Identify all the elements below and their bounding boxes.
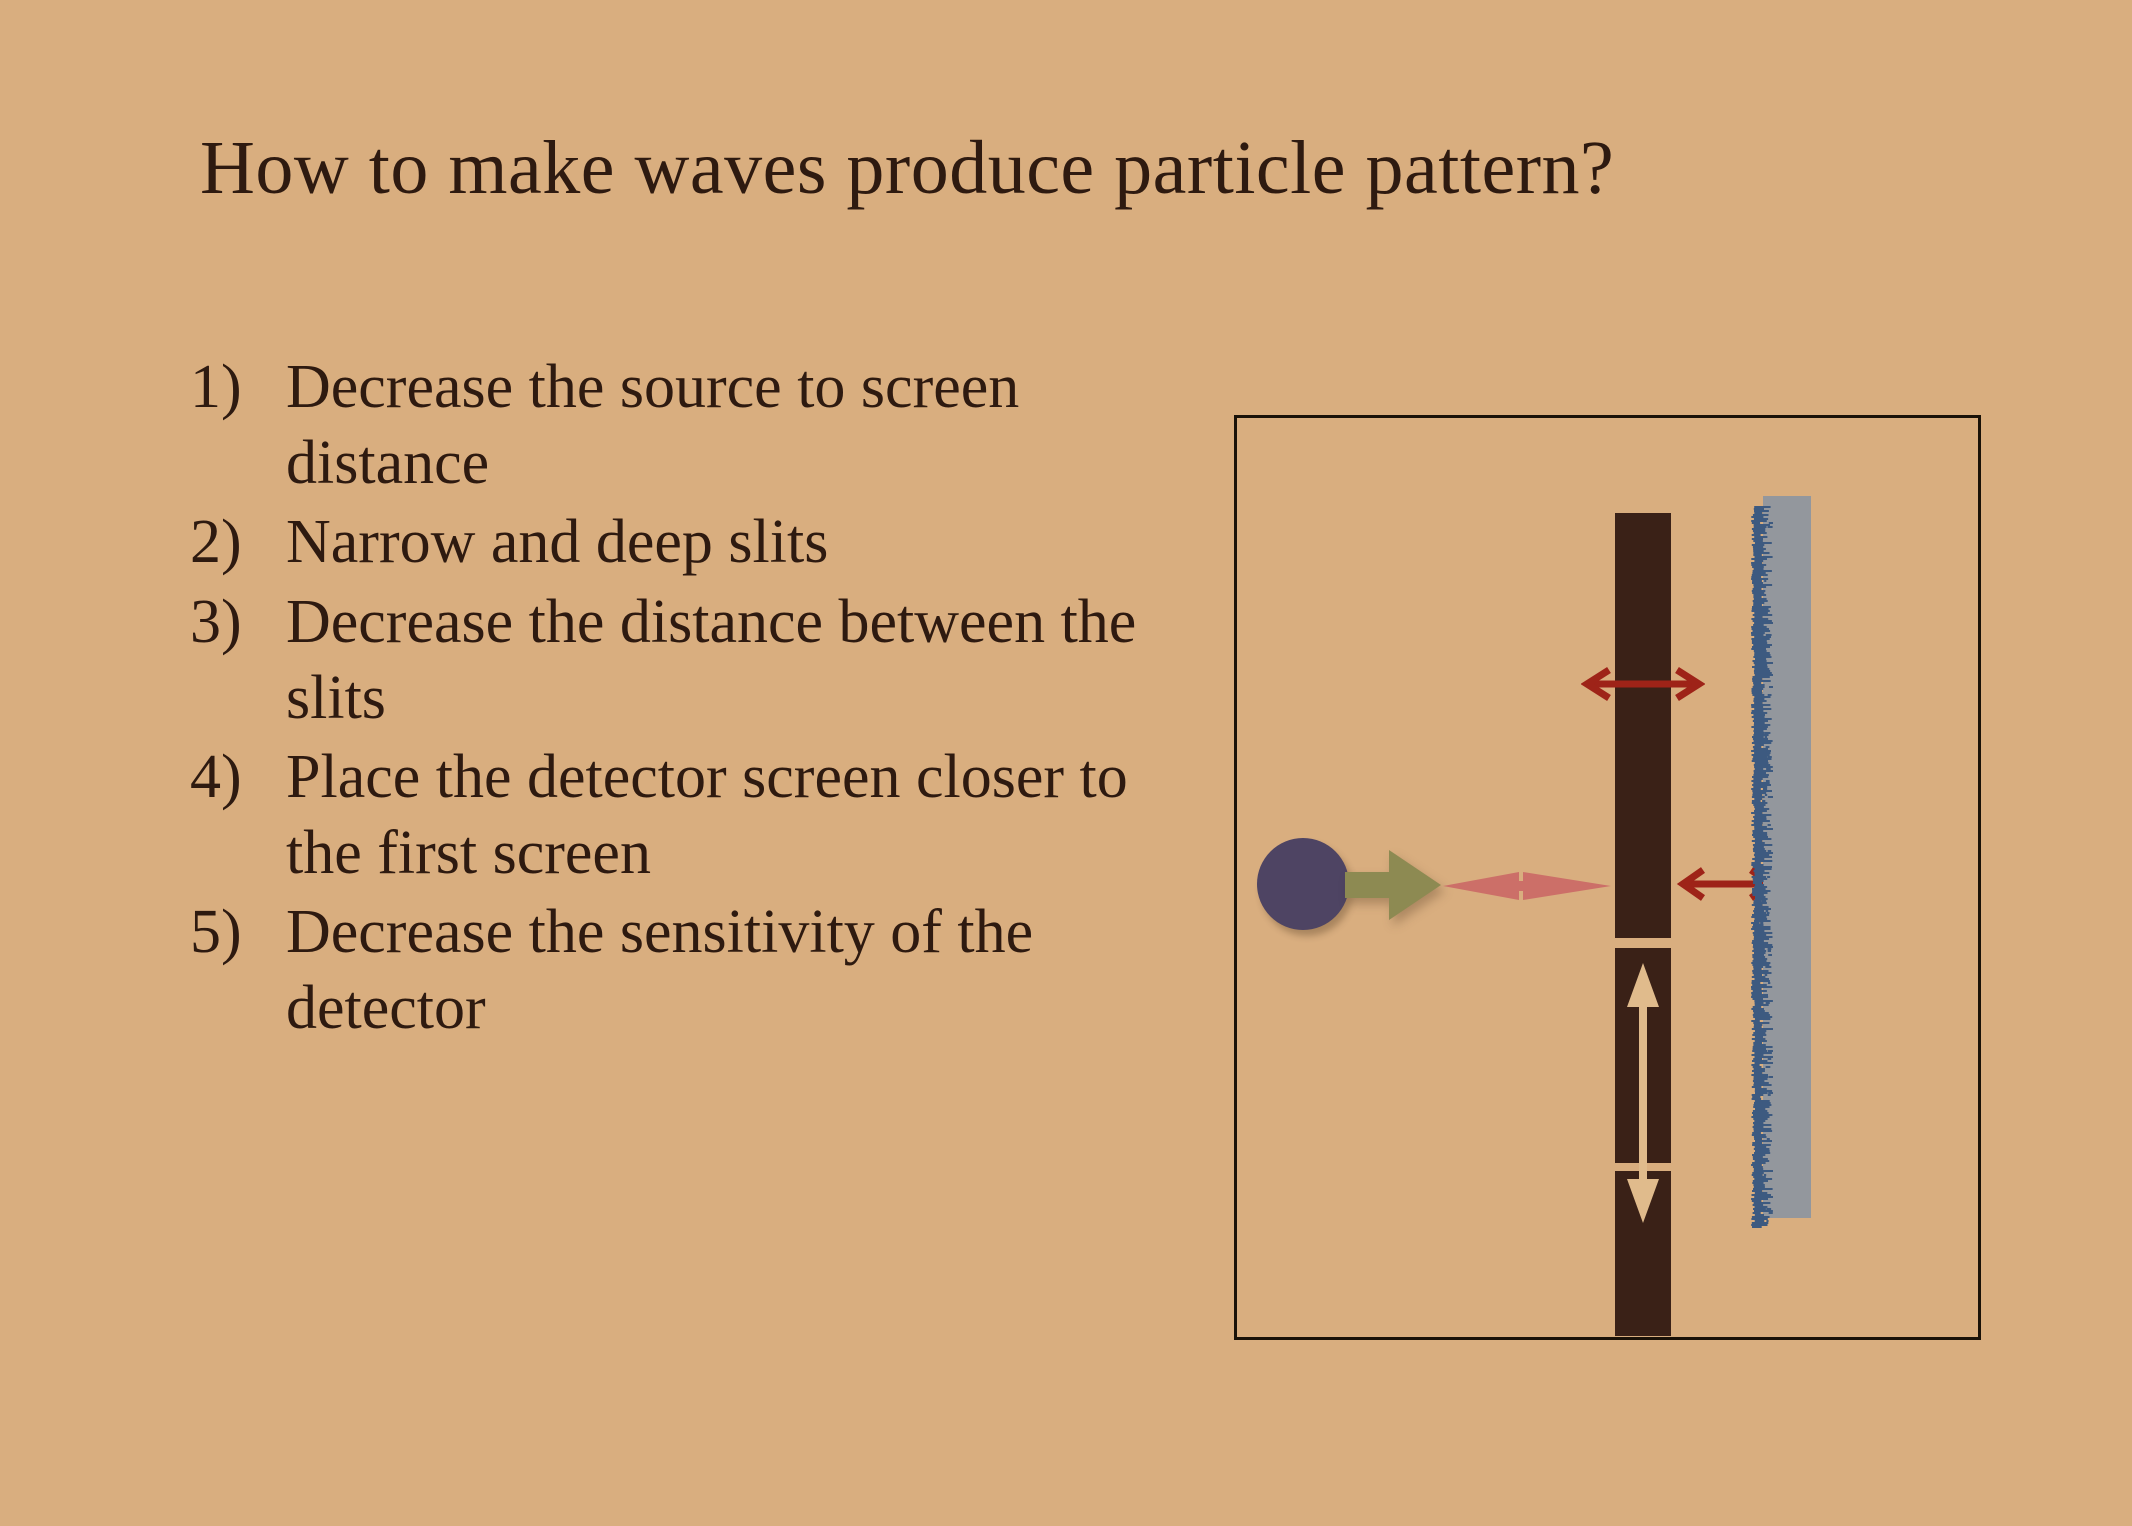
barrier-segment-top <box>1615 513 1671 938</box>
source-particle-icon <box>1257 838 1349 930</box>
list-item: 4) Place the detector screen closer to t… <box>190 740 1200 891</box>
page-title: How to make waves produce particle patte… <box>200 126 1615 210</box>
list-item-text: Decrease the sensitivity of the detector <box>286 898 1034 1042</box>
list-item: 3) Decrease the distance between the sli… <box>190 585 1200 736</box>
list-item-number: 2) <box>190 508 242 577</box>
diagram-contents <box>1237 418 1978 1337</box>
emission-arrow-icon <box>1345 850 1441 920</box>
slit-depth-indicator-icon <box>1627 963 1659 1223</box>
detector-screen-texture <box>1751 506 1773 1228</box>
list-item-number: 5) <box>190 898 242 967</box>
list-item: 2) Narrow and deep slits <box>190 505 1200 581</box>
list-item: 5) Decrease the sensitivity of the detec… <box>190 895 1200 1046</box>
list-item-text: Decrease the source to screen distance <box>286 353 1020 497</box>
list-item: 1) Decrease the source to screen distanc… <box>190 350 1200 501</box>
list-item-number: 1) <box>190 353 242 421</box>
list-item-text: Narrow and deep slits <box>286 508 829 577</box>
list-item-text: Decrease the distance between the slits <box>286 587 1137 732</box>
list-item-number: 3) <box>190 587 242 656</box>
list-item-text: Place the detector screen closer to the … <box>286 743 1128 887</box>
list-item-number: 4) <box>190 743 242 812</box>
slit-width-indicator-icon <box>1581 667 1705 701</box>
double-slit-diagram <box>1234 415 1981 1340</box>
wave-propagation-arrow-icon <box>1443 872 1611 900</box>
instruction-list: 1) Decrease the source to screen distanc… <box>190 350 1200 1051</box>
